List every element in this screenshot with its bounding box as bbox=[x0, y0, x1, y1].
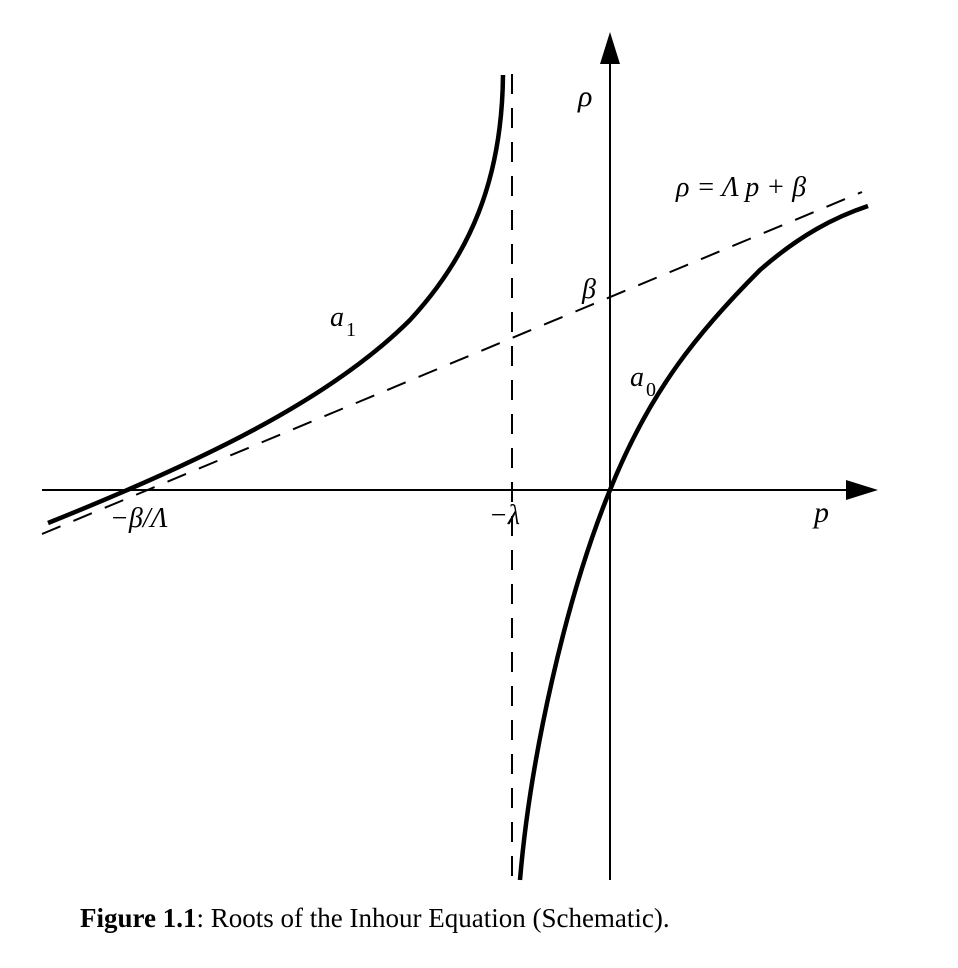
beta-intercept-label: β bbox=[581, 274, 596, 305]
rho-axis-label: ρ bbox=[577, 80, 592, 113]
neg-lambda-label: −λ bbox=[489, 500, 520, 531]
curve-a1 bbox=[47, 74, 506, 526]
caption-text: : Roots of the Inhour Equation (Schemati… bbox=[196, 903, 670, 933]
p-axis-label: p bbox=[812, 496, 829, 529]
a0-label-sub: 0 bbox=[646, 379, 656, 401]
a1-label-sub: 1 bbox=[346, 319, 356, 341]
a0-label-base: a bbox=[630, 362, 644, 393]
dashed-line-rho-lambda-p-beta bbox=[41, 191, 863, 535]
curve-a0 bbox=[517, 203, 869, 881]
a1-label-base: a bbox=[330, 302, 344, 333]
caption-figure-number: Figure 1.1 bbox=[80, 903, 197, 933]
rho-axis-arrowhead bbox=[600, 32, 620, 64]
line-equation-label: ρ = Λ p + β bbox=[675, 172, 806, 203]
p-axis-arrowhead bbox=[846, 480, 878, 500]
figure-caption: Figure 1.1: Roots of the Inhour Equation… bbox=[80, 898, 670, 938]
neg-beta-over-lambda-label: −β/Λ bbox=[110, 503, 168, 534]
